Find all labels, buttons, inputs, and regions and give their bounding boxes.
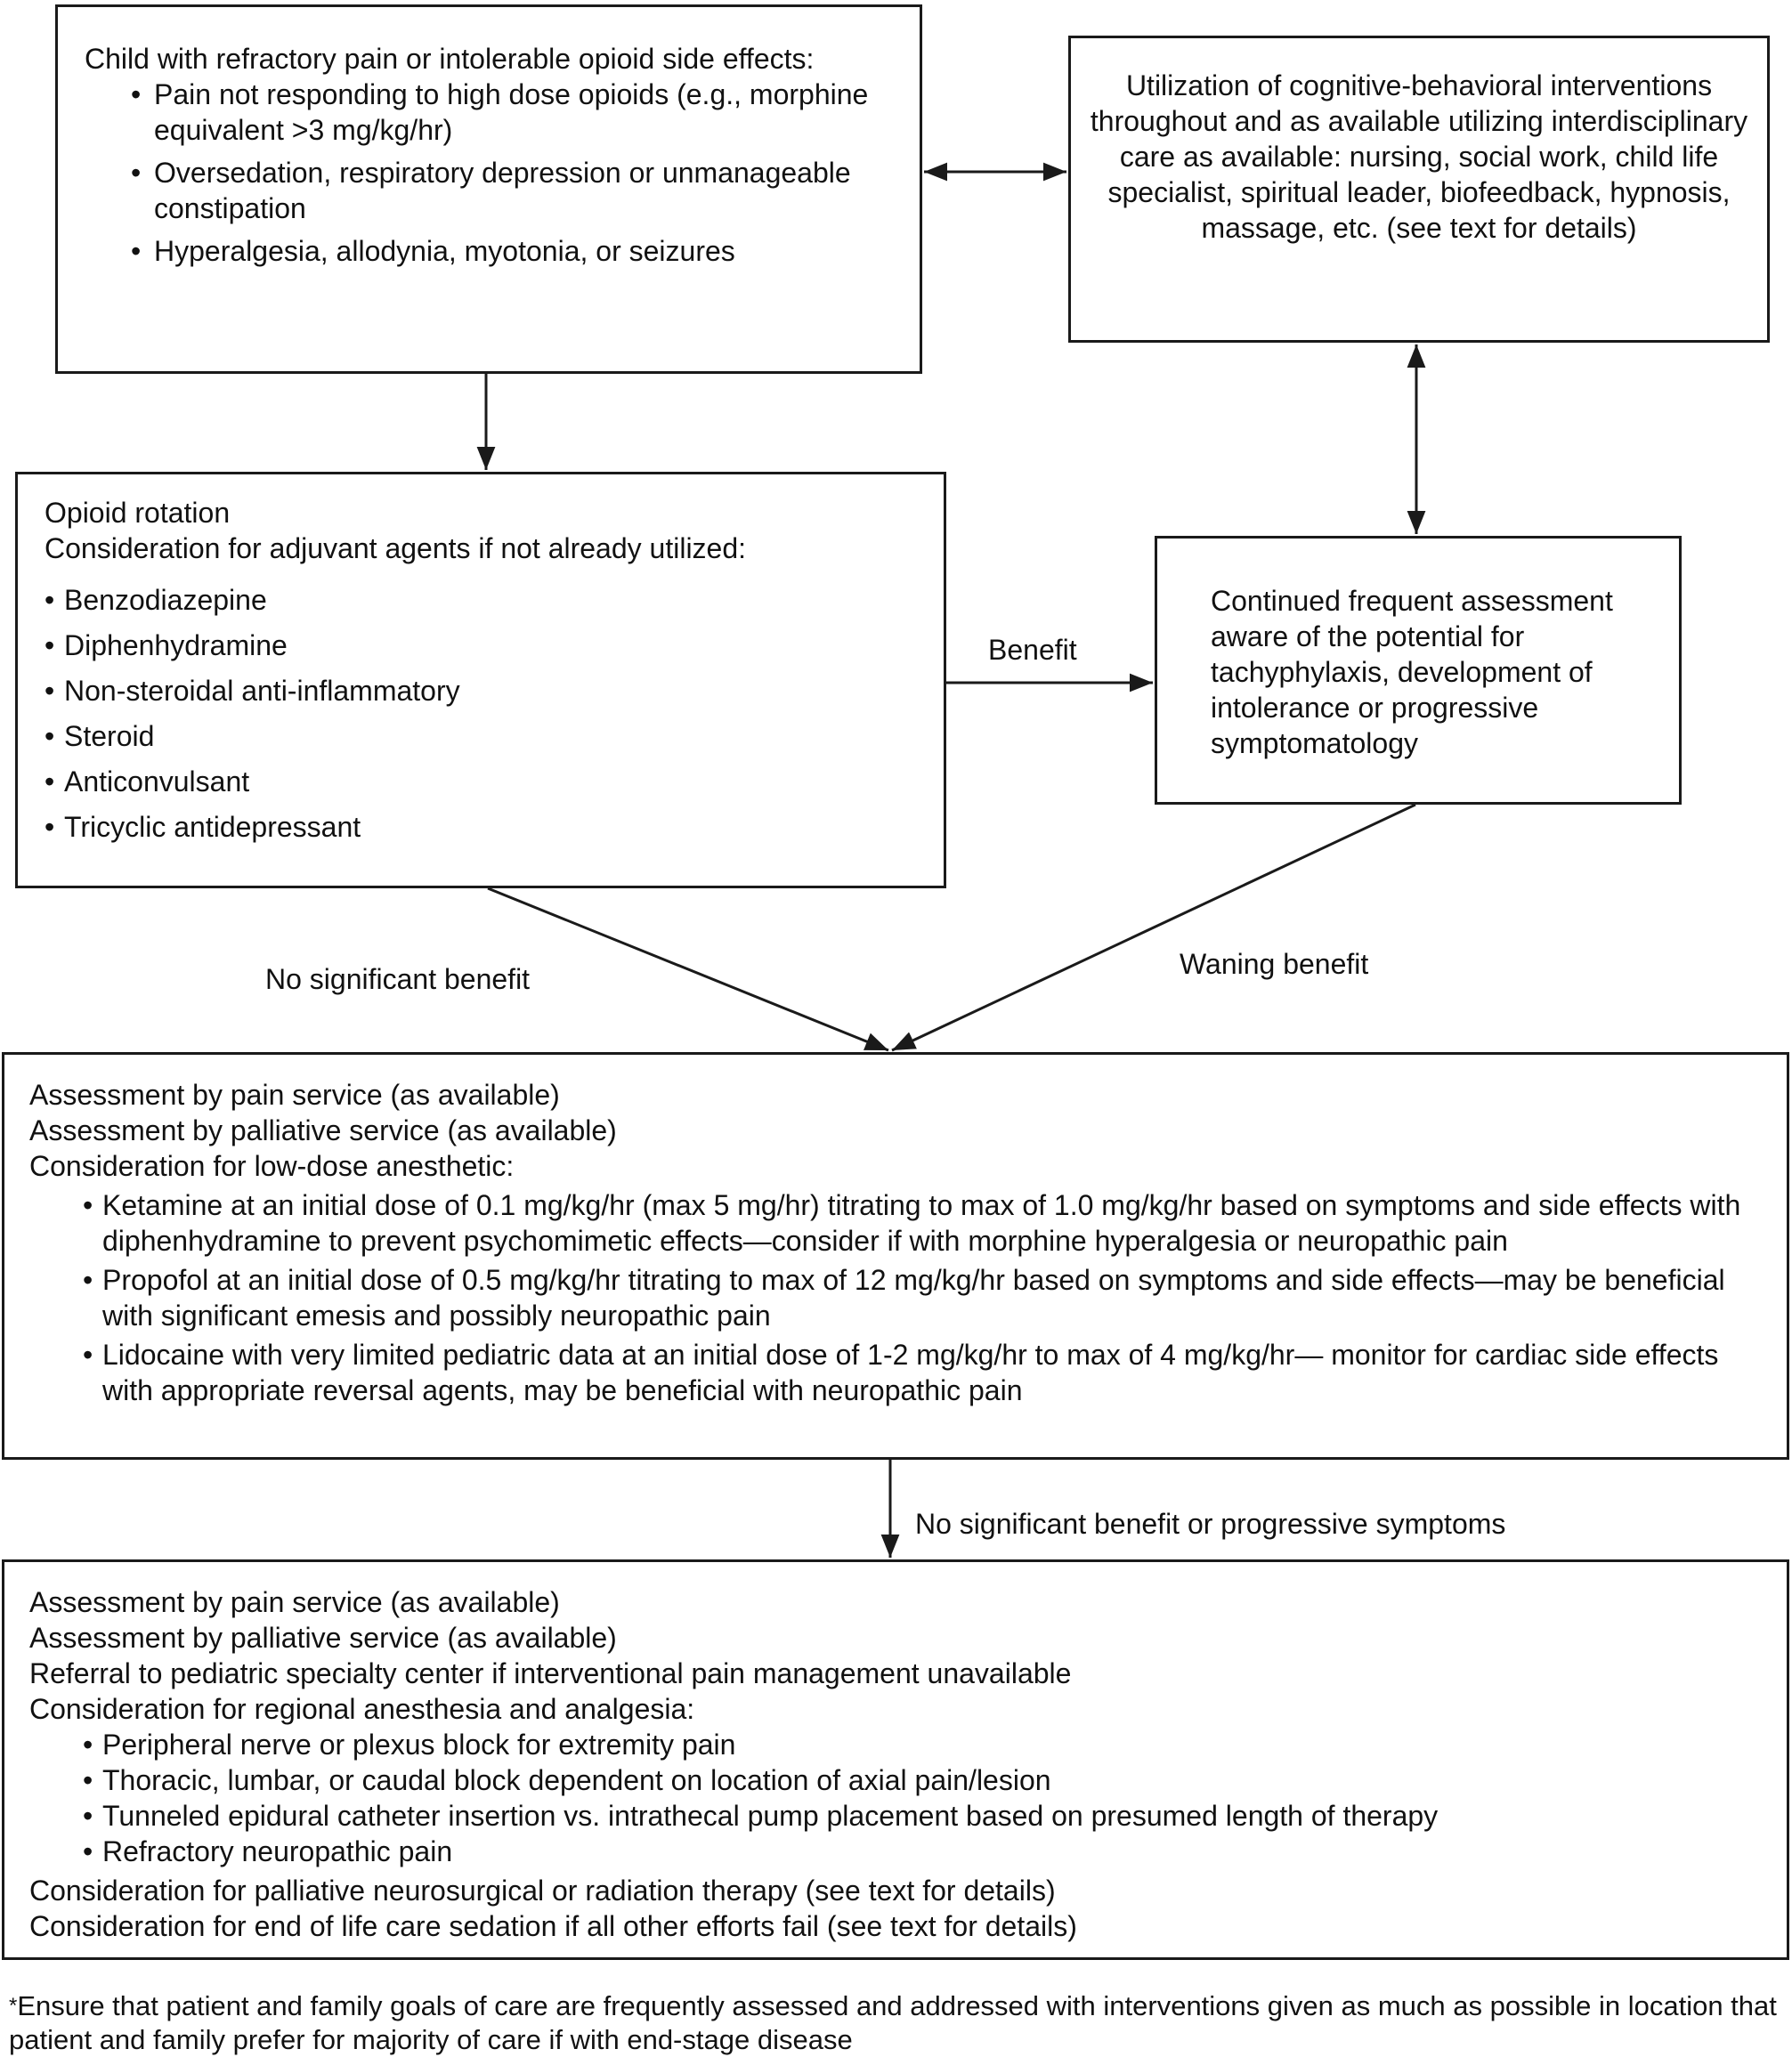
rotation-subtitle: Consideration for adjuvant agents if not…: [45, 532, 747, 564]
edge-label-no-significant-benefit: No significant benefit: [265, 963, 531, 995]
arrow-rotation-anesthetic: [487, 887, 889, 1052]
list-item: Tricyclic antidepressant: [45, 809, 917, 845]
footnote-text: Ensure that patient and family goals of …: [9, 1990, 1777, 2055]
low-dose-anesthetic-box: Assessment by pain service (as available…: [2, 1052, 1789, 1460]
list-item: Oversedation, respiratory depression or …: [131, 155, 893, 226]
anesthetic-agents-list: Ketamine at an initial dose of 0.1 mg/kg…: [83, 1187, 1762, 1408]
list-item: Propofol at an initial dose of 0.5 mg/kg…: [83, 1262, 1762, 1333]
refractory-heading: Child with refractory pain or intolerabl…: [85, 43, 815, 75]
list-item: Tunneled epidural catheter insertion vs.…: [83, 1798, 1762, 1834]
list-item: Lidocaine with very limited pediatric da…: [83, 1337, 1762, 1408]
rotation-title: Opioid rotation: [45, 497, 231, 529]
list-item: Refractory neuropathic pain: [83, 1834, 1762, 1869]
anesthetic-line-pain-service: Assessment by pain service (as available…: [29, 1079, 560, 1111]
cognitive-text: Utilization of cognitive-behavioral inte…: [1090, 69, 1748, 244]
regional-line-palliative-service: Assessment by palliative service (as ava…: [29, 1622, 617, 1654]
list-item: Hyperalgesia, allodynia, myotonia, or se…: [131, 233, 893, 269]
list-item: Anticonvulsant: [45, 764, 917, 799]
edge-label-waning-benefit: Waning benefit: [1180, 948, 1369, 980]
list-item: Diphenhydramine: [45, 628, 917, 663]
continued-text: Continued frequent assessment aware of t…: [1211, 585, 1613, 759]
refractory-criteria-list: Pain not responding to high dose opioids…: [131, 77, 893, 269]
list-item: Peripheral nerve or plexus block for ext…: [83, 1727, 1762, 1762]
regional-line-referral: Referral to pediatric specialty center i…: [29, 1657, 1072, 1689]
regional-options-list: Peripheral nerve or plexus block for ext…: [83, 1727, 1762, 1869]
regional-line-end-of-life: Consideration for end of life care sedat…: [29, 1910, 1077, 1942]
list-item: Steroid: [45, 718, 917, 754]
arrow-continued-anesthetic: [891, 803, 1416, 1052]
anesthetic-line-consideration: Consideration for low-dose anesthetic:: [29, 1150, 515, 1182]
regional-line-neurosurgical: Consideration for palliative neurosurgic…: [29, 1875, 1056, 1907]
edge-label-benefit: Benefit: [988, 634, 1077, 666]
cognitive-behavioral-box: Utilization of cognitive-behavioral inte…: [1068, 36, 1770, 343]
refractory-pain-box: Child with refractory pain or intolerabl…: [55, 4, 922, 374]
edge-label-no-benefit-or-progressive: No significant benefit or progressive sy…: [915, 1508, 1506, 1540]
adjuvant-agents-list: Benzodiazepine Diphenhydramine Non-stero…: [45, 582, 917, 845]
footnote-mark: *: [9, 1994, 18, 2018]
list-item: Thoracic, lumbar, or caudal block depend…: [83, 1762, 1762, 1798]
regional-anesthesia-box: Assessment by pain service (as available…: [2, 1559, 1789, 1960]
regional-line-pain-service: Assessment by pain service (as available…: [29, 1586, 560, 1618]
continued-assessment-box: Continued frequent assessment aware of t…: [1155, 536, 1682, 805]
list-item: Non-steroidal anti-inflammatory: [45, 673, 917, 709]
list-item: Pain not responding to high dose opioids…: [131, 77, 893, 148]
list-item: Benzodiazepine: [45, 582, 917, 618]
footnote: *Ensure that patient and family goals of…: [9, 1989, 1780, 2057]
anesthetic-line-palliative-service: Assessment by palliative service (as ava…: [29, 1114, 617, 1146]
opioid-rotation-box: Opioid rotation Consideration for adjuva…: [15, 472, 946, 888]
regional-line-consideration: Consideration for regional anesthesia an…: [29, 1693, 695, 1725]
list-item: Ketamine at an initial dose of 0.1 mg/kg…: [83, 1187, 1762, 1259]
